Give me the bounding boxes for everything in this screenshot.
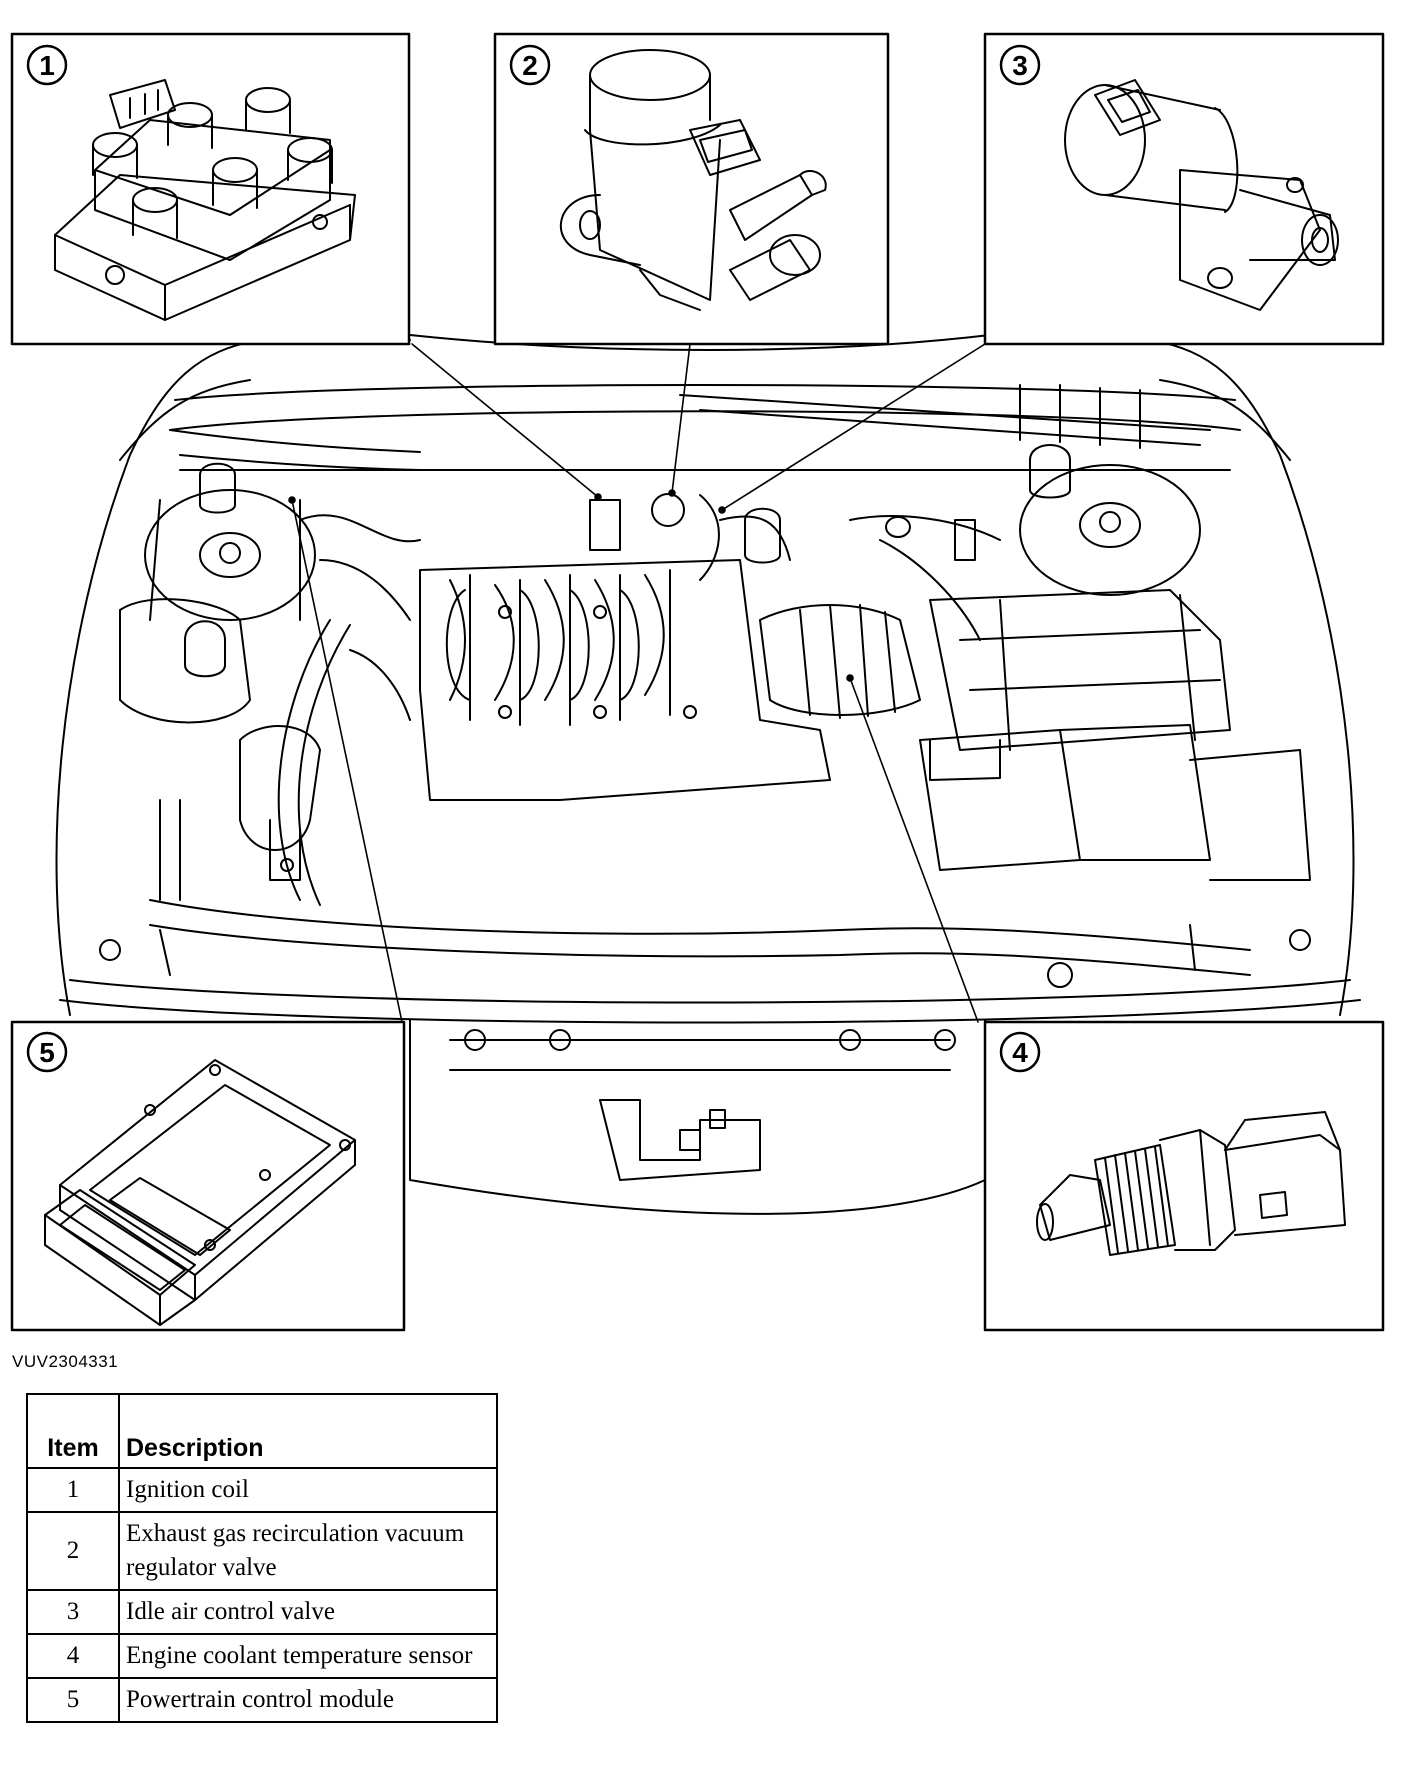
inset-egr-vacuum-regulator: 2 xyxy=(493,32,890,346)
legend-item-description: Engine coolant temperature sensor xyxy=(118,1633,498,1679)
legend-header-description: Description xyxy=(118,1393,498,1469)
legend-item-number: 2 xyxy=(26,1511,120,1591)
callout-badge-4 xyxy=(999,1031,1041,1073)
legend-item-description: Powertrain control module xyxy=(118,1677,498,1723)
inset-coolant-temperature-sensor: 4 xyxy=(983,1020,1385,1332)
callout-badge-3 xyxy=(999,44,1041,86)
legend-header-item: Item xyxy=(26,1393,120,1469)
callout-badge-1 xyxy=(26,44,68,86)
table-row: 1 Ignition coil xyxy=(26,1467,498,1513)
legend-item-description: Ignition coil xyxy=(118,1467,498,1513)
callout-number-4: 4 xyxy=(1012,1037,1028,1068)
legend-item-number: 5 xyxy=(26,1677,120,1723)
legend-item-description: Exhaust gas recirculation vacuum regulat… xyxy=(118,1511,498,1591)
engine-bay-diagram: 1 2 xyxy=(10,32,1385,1332)
engine-bay-illustration xyxy=(55,334,1361,1215)
callout-badge-5 xyxy=(26,1031,68,1073)
callout-number-2: 2 xyxy=(522,50,538,81)
table-row: 5 Powertrain control module xyxy=(26,1677,498,1723)
figure-id: VUV2304331 xyxy=(12,1352,119,1371)
legend-table: Item Description 1 Ignition coil 2 Exhau… xyxy=(26,1393,498,1723)
callout-number-1: 1 xyxy=(39,50,55,81)
table-row: 2 Exhaust gas recirculation vacuum regul… xyxy=(26,1511,498,1591)
legend-item-number: 3 xyxy=(26,1589,120,1635)
legend-item-description: Idle air control valve xyxy=(118,1589,498,1635)
inset-powertrain-control-module: 5 xyxy=(10,1020,406,1332)
table-row: 4 Engine coolant temperature sensor xyxy=(26,1633,498,1679)
callout-number-3: 3 xyxy=(1012,50,1028,81)
callout-badge-2 xyxy=(509,44,551,86)
table-row: 3 Idle air control valve xyxy=(26,1589,498,1635)
inset-idle-air-control: 3 xyxy=(983,32,1385,346)
legend-header-row: Item Description xyxy=(26,1393,498,1469)
inset-ignition-coil: 1 xyxy=(10,32,411,346)
callout-number-5: 5 xyxy=(39,1037,55,1068)
callout-pointer-lines xyxy=(288,343,986,1023)
legend-item-number: 1 xyxy=(26,1467,120,1513)
legend-item-number: 4 xyxy=(26,1633,120,1679)
